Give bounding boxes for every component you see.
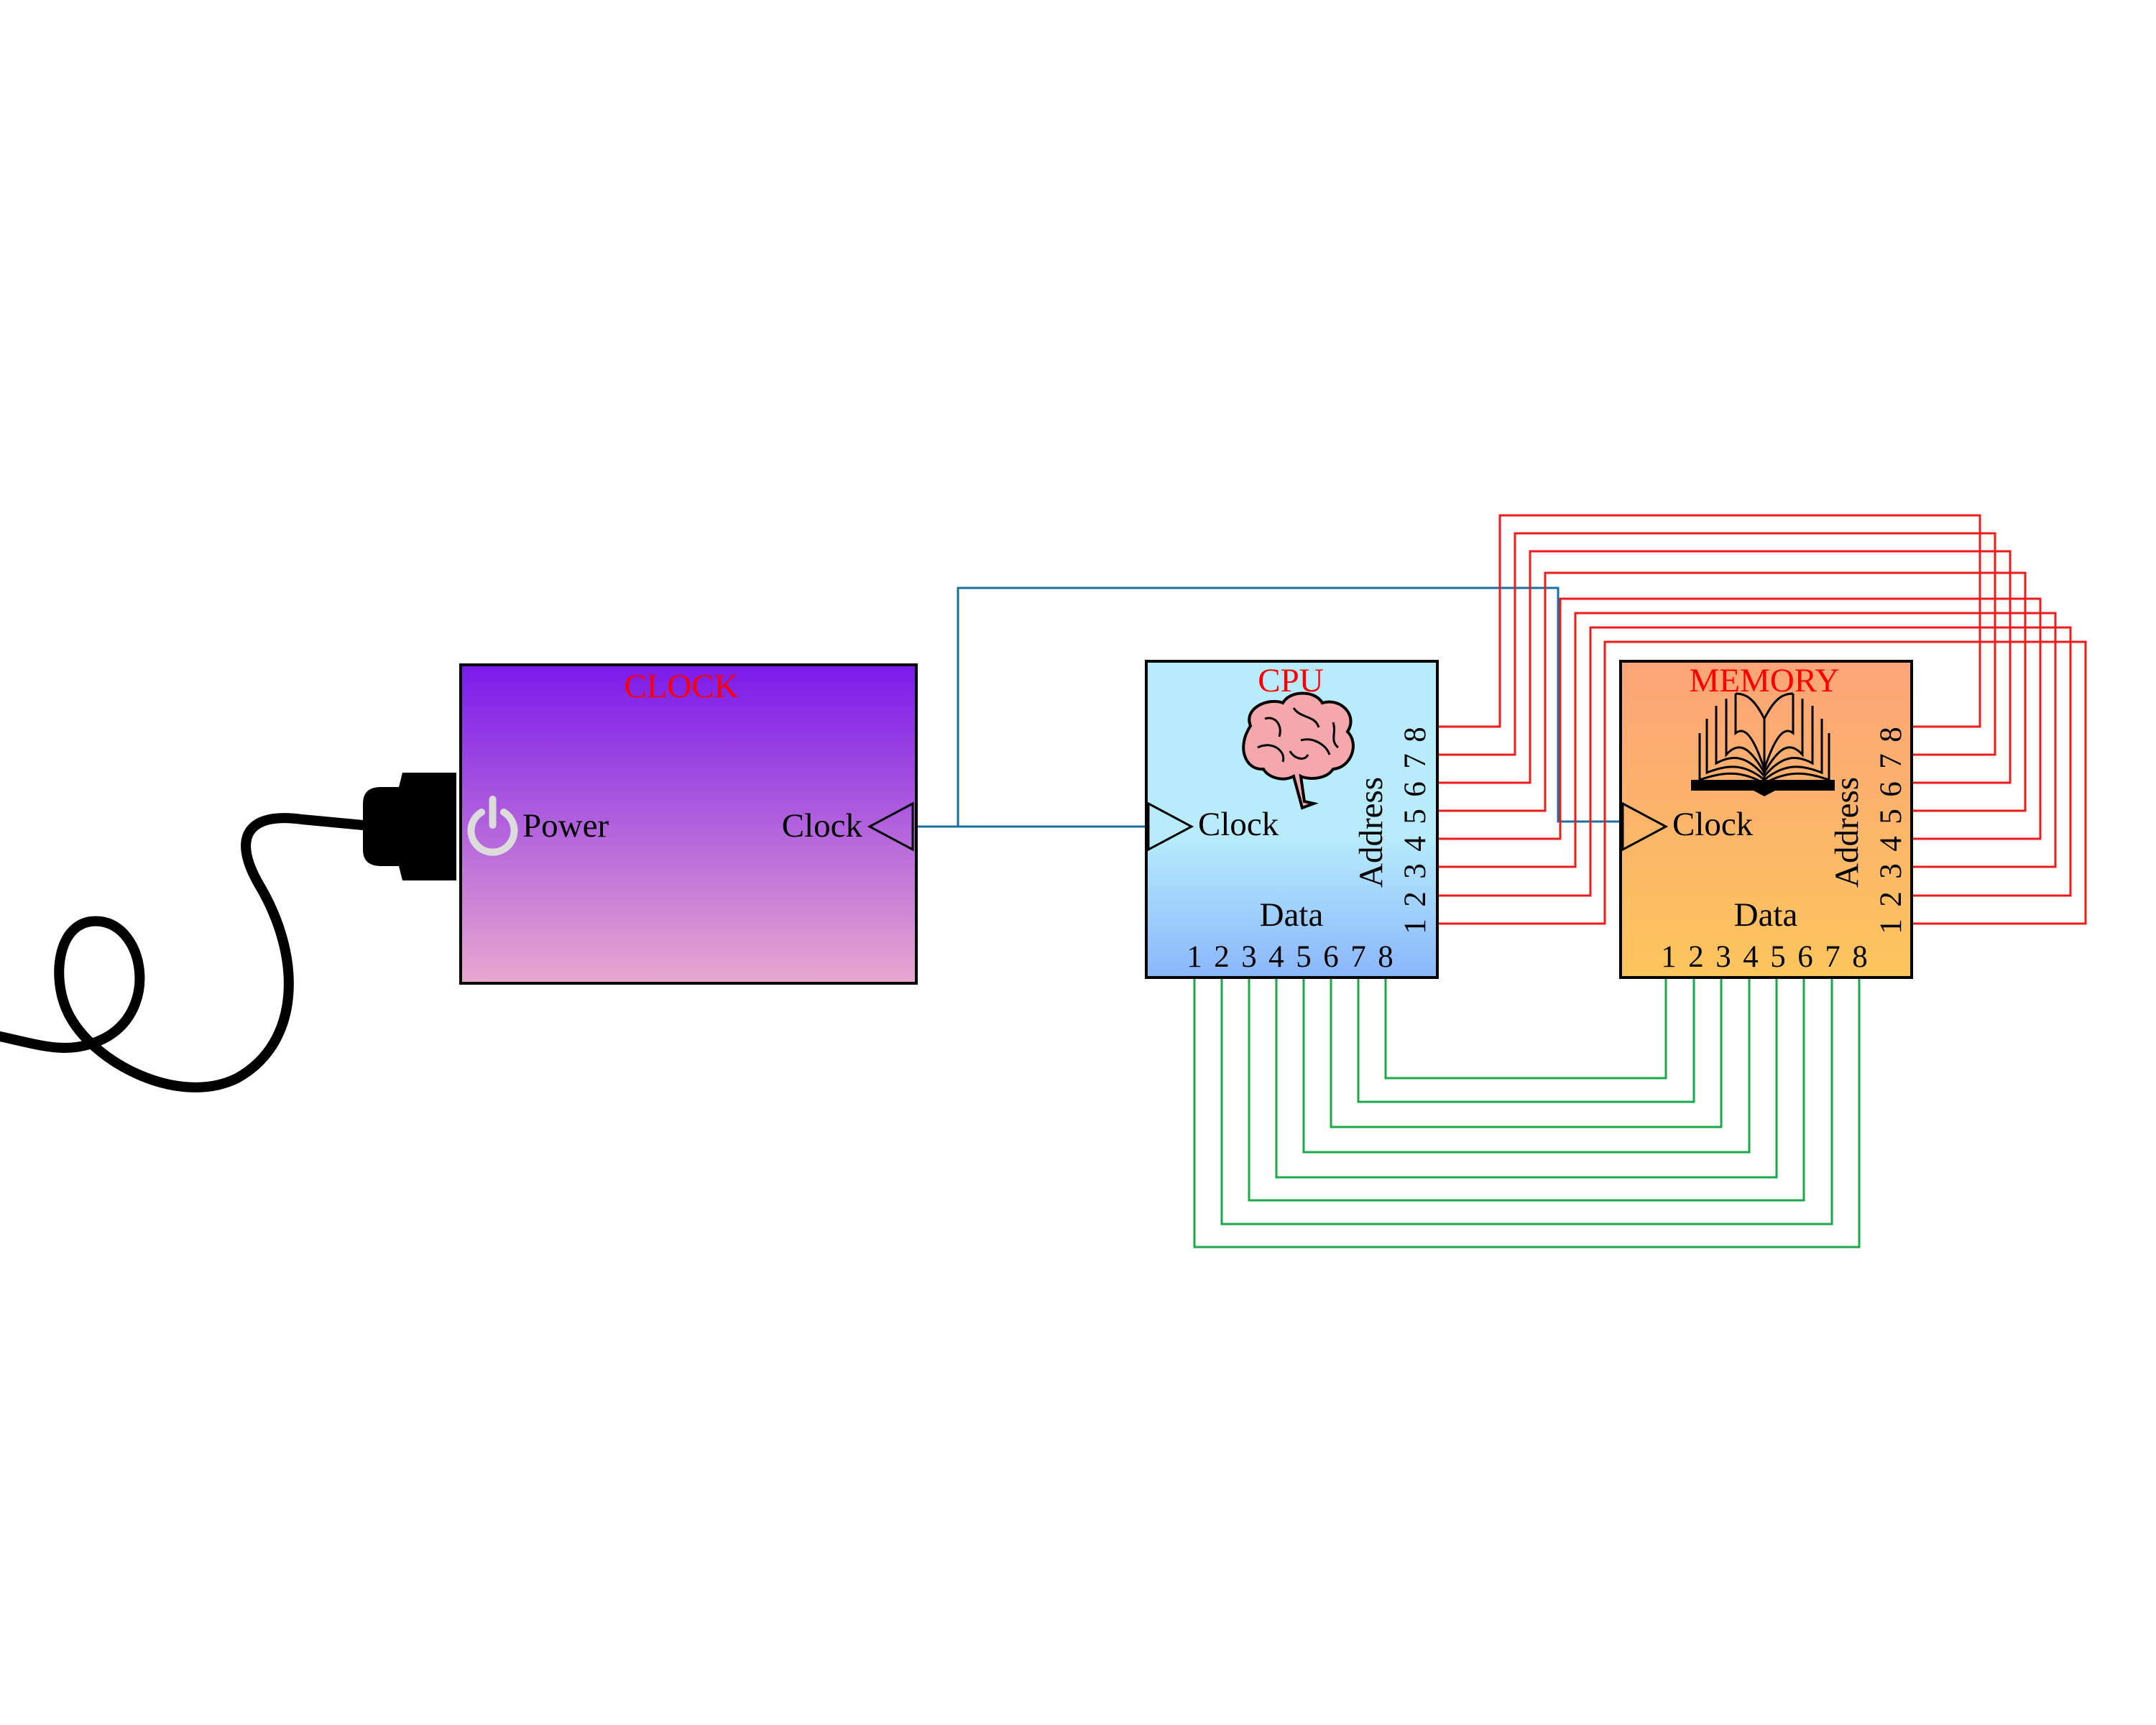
clock-wire-to-memory [957,586,1621,827]
wires [911,514,2087,1248]
memory-address-pins: 1 2 3 4 5 6 7 8 [1874,727,1908,934]
power-cord [0,813,368,1092]
clock-output-port [867,801,914,852]
cpu-data-pin-label: 3 [1241,940,1257,974]
memory-address-pin-label: 6 [1874,781,1908,797]
cpu-address-pin-label: 4 [1399,836,1432,852]
clock-output-label: Clock [782,807,863,845]
data-bus [1193,979,1861,1248]
cpu-address-pin-label: 6 [1399,781,1432,797]
cpu-data-pin-label: 5 [1296,940,1312,974]
memory-address-pin-label: 4 [1874,836,1908,852]
memory-data-pin-label: 4 [1743,940,1759,974]
memory-address-pin-label: 7 [1874,753,1908,769]
cpu-address-pin-label: 5 [1399,809,1432,824]
address-wire [1437,597,2042,840]
memory-data-pin-label: 5 [1770,940,1786,974]
memory-address-pin-label: 3 [1874,863,1908,879]
plug-body [363,773,456,880]
address-bus [1437,514,2087,925]
memory-data-pin-label: 2 [1688,940,1704,974]
cpu-data-pin-label: 2 [1214,940,1230,974]
data-wire [1384,979,1667,1080]
memory-data-label: Data [1734,896,1798,934]
cpu-address-pin-label: 2 [1399,891,1432,907]
brain-icon [1242,691,1355,810]
cpu-address-pin-label: 8 [1399,727,1432,742]
memory-data-pin-label: 6 [1797,940,1813,974]
data-wire [1302,979,1751,1154]
clock-wires [911,586,1621,828]
cpu-address-label: Address [1353,777,1390,888]
data-wire [1357,979,1695,1103]
cpu-clock-input-port [1147,801,1194,852]
address-wire [1437,626,2072,897]
memory-address-pin-label: 8 [1874,727,1908,742]
cpu-data-pin-label: 7 [1350,940,1366,974]
cpu-data-label: Data [1260,896,1324,934]
address-wire [1437,640,2087,925]
cpu-data-pin-label: 8 [1378,940,1393,974]
address-wire [1437,571,2027,812]
cpu-data-pin-label: 4 [1268,940,1284,974]
cpu-data-pin-label: 1 [1187,940,1202,974]
memory-clock-label: Clock [1672,806,1754,843]
clock-block-title: CLOCK [624,668,738,705]
cpu-data-pin-label: 6 [1323,940,1339,974]
power-label: Power [522,807,609,845]
power-icon[interactable] [467,796,518,856]
cpu-address-pin-label: 3 [1399,863,1432,879]
memory-block-title: MEMORY [1690,662,1840,699]
cpu-block-title: CPU [1258,662,1323,699]
cpu-clock-label: Clock [1198,806,1279,843]
memory-address-pin-label: 1 [1874,919,1908,934]
data-wire [1193,979,1861,1248]
address-wire [1437,550,2012,784]
open-book-icon [1691,692,1835,796]
power-plug-icon [0,773,456,1092]
memory-data-pin-label: 3 [1715,940,1731,974]
cpu-address-pin-label: 1 [1399,919,1432,934]
address-wire [1437,532,1996,756]
clock-box [459,663,918,985]
memory-address-label: Address [1828,777,1866,888]
clock-block: CLOCK Power Clock [459,663,918,985]
memory-data-pin-label: 1 [1661,940,1677,974]
memory-address-pin-label: 2 [1874,891,1908,907]
memory-address-pin-label: 5 [1874,809,1908,824]
memory-data-pin-label: 8 [1852,940,1868,974]
address-wire [1437,612,2057,868]
data-wire [1248,979,1805,1202]
memory-clock-input-port [1621,801,1669,852]
cpu-address-pin-label: 7 [1399,753,1432,769]
address-wire [1437,514,1981,728]
data-wire [1330,979,1723,1128]
data-wire [1275,979,1778,1179]
memory-data-pin-label: 7 [1825,940,1841,974]
cpu-address-pins: 1 2 3 4 5 6 7 8 [1399,727,1432,934]
data-wire [1220,979,1833,1225]
